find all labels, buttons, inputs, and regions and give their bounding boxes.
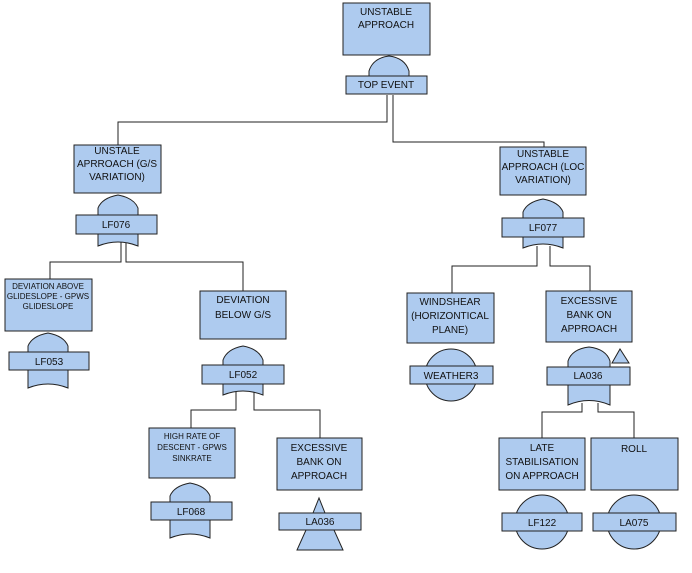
high-rate-descent-box: [148, 427, 236, 479]
excessive-bank-right-line2: BANK ON: [566, 310, 611, 321]
node-roll: ROLL LA075: [590, 437, 679, 550]
roll-tag: LA075: [620, 518, 649, 529]
node-excessive-bank-left: EXCESSIVE BANK ON APPROACH LA036: [276, 437, 363, 551]
high-rate-descent-line2: DESCENT - GPWS: [157, 443, 227, 452]
excessive-bank-right-line3: APPROACH: [561, 324, 617, 335]
loc-variation-box: [499, 146, 587, 196]
excessive-bank-left-tag: LA036: [306, 517, 335, 528]
windshear-box: [406, 292, 495, 344]
gs-variation-box: [73, 144, 162, 194]
deviation-below-line2: BELOW G/S: [215, 310, 271, 321]
node-top-event: UNSTABLE APPROACH TOP EVENT: [342, 2, 431, 95]
loc-variation-line1: UNSTABLE: [517, 149, 569, 160]
undeveloped-event-icon: [169, 519, 211, 539]
late-stabilisation-line3: ON APPROACH: [505, 471, 578, 482]
undeveloped-event-icon: [27, 369, 69, 389]
excessive-bank-left-line1: EXCESSIVE: [291, 443, 348, 454]
deviation-above-tag: LF053: [35, 357, 64, 368]
or-gate-icon: [368, 55, 410, 78]
windshear-tag: WEATHER3: [424, 371, 479, 382]
windshear-tag-box: [409, 365, 494, 385]
or-gate-base-icon: [222, 383, 264, 396]
high-rate-descent-tag: LF068: [177, 507, 206, 518]
deviation-above-line3: GLIDESLOPE: [23, 302, 74, 311]
node-loc-variation: UNSTABLE APPROACH (LOC VARIATION) LF077: [499, 146, 587, 249]
deviation-below-box: [199, 290, 287, 340]
windshear-line2: (HORIZONTICAL: [411, 311, 489, 322]
roll-label: ROLL: [621, 444, 648, 455]
connector-lines: [49, 95, 635, 438]
node-high-rate-descent: HIGH RATE OF DESCENT - GPWS SINKRATE LF0…: [148, 427, 236, 539]
roll-tag-box: [592, 512, 677, 532]
deviation-below-tag: LF052: [229, 370, 258, 381]
node-deviation-below: DEVIATION BELOW G/S LF052: [199, 290, 287, 396]
or-gate-base-icon: [567, 384, 611, 406]
deviation-above-box: [4, 278, 93, 332]
top-event-box: [342, 2, 431, 56]
top-event-tag: TOP EVENT: [358, 80, 414, 91]
or-gate-icon: [522, 198, 564, 220]
or-gate-icon: [97, 194, 139, 216]
transfer-out-triangle-icon: [611, 348, 630, 364]
windshear-line3: PLANE): [432, 325, 468, 336]
excessive-bank-right-tag: LA036: [574, 371, 603, 382]
high-rate-descent-line1: HIGH RATE OF: [164, 432, 220, 441]
loc-variation-line2: APPROACH (LOC: [502, 162, 585, 173]
gs-variation-tag: LF076: [102, 220, 131, 231]
or-gate-icon: [169, 482, 211, 503]
excessive-bank-right-box: [545, 290, 633, 343]
late-stabilisation-line1: LATE: [530, 443, 555, 454]
excessive-bank-left-line2: BANK ON: [296, 457, 341, 468]
deviation-above-line2: GLIDESLOPE - GPWS: [7, 292, 89, 301]
high-rate-descent-line3: SINKRATE: [172, 454, 211, 463]
loc-variation-tag: LF077: [529, 223, 558, 234]
late-stabilisation-tag-box: [501, 512, 583, 532]
node-late-stabilisation: LATE STABILISATION ON APPROACH LF122: [498, 437, 586, 550]
late-stabilisation-box: [498, 437, 586, 491]
loc-variation-line3: VARIATION): [515, 175, 571, 186]
or-gate-icon: [222, 345, 264, 367]
late-stabilisation-line2: STABILISATION: [506, 457, 579, 468]
windshear-line1: WINDSHEAR: [419, 297, 480, 308]
top-event-tag-box: [345, 75, 428, 95]
excessive-bank-right-line1: EXCESSIVE: [561, 296, 618, 307]
or-gate-base-icon: [522, 236, 564, 249]
or-gate-base-icon: [97, 233, 139, 247]
gs-variation-line1: UNSTALE: [94, 146, 140, 157]
transfer-in-icon: [312, 496, 326, 514]
deviation-below-line1: DEVIATION: [216, 295, 269, 306]
gs-variation-line2: APRROACH (G/S: [77, 159, 157, 170]
roll-box: [590, 437, 679, 491]
node-deviation-above: DEVIATION ABOVE GLIDESLOPE - GPWS GLIDES…: [4, 278, 93, 389]
or-gate-icon: [567, 346, 611, 369]
gs-variation-line3: VARIATION): [89, 172, 145, 183]
transfer-triangle-icon: [296, 529, 344, 551]
excessive-bank-left-line3: APPROACH: [291, 471, 347, 482]
deviation-above-line1: DEVIATION ABOVE: [12, 282, 84, 291]
node-excessive-bank-right: EXCESSIVE BANK ON APPROACH LA036: [545, 290, 633, 406]
excessive-bank-left-box: [276, 437, 363, 491]
late-stabilisation-tag: LF122: [528, 518, 557, 529]
top-event-label-line1: UNSTABLE: [360, 7, 412, 18]
top-event-label-line2: APPROACH: [358, 20, 414, 31]
node-windshear: WINDSHEAR (HORIZONTICAL PLANE) WEATHER3: [406, 292, 495, 402]
or-gate-icon: [27, 332, 69, 353]
node-gs-variation: UNSTALE APRROACH (G/S VARIATION) LF076: [73, 144, 162, 247]
